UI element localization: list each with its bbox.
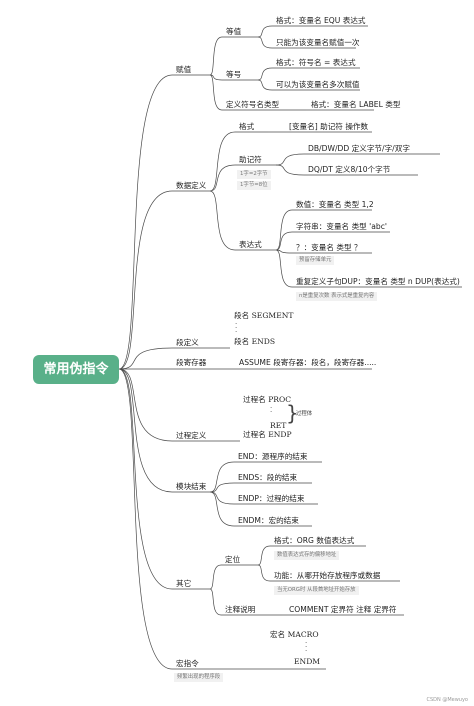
node-format-value[interactable]: [变量名] 助记符 操作数	[289, 122, 369, 131]
note-reserve: 预留存储单元	[296, 256, 335, 265]
node-numeric[interactable]: 数值：变量名 类型 1,2	[296, 200, 374, 209]
node-label[interactable]: 定义符号名类型	[226, 100, 280, 109]
macro-endm-line: ENDM	[294, 657, 321, 666]
branch-modend[interactable]: 模块结束	[176, 482, 207, 491]
node-label-format[interactable]: 格式：变量名 LABEL 类型	[311, 100, 401, 109]
note-word: 1字=2字节	[237, 170, 271, 179]
note-byte: 1字节=8位	[237, 181, 271, 190]
node-question[interactable]: ？：变量名 类型 ？	[296, 243, 362, 252]
proc-body-label: 过程体	[296, 411, 313, 417]
node-eq-format[interactable]: 格式：符号名 = 表达式	[276, 58, 356, 67]
node-equ[interactable]: 等值	[226, 27, 242, 36]
node-string[interactable]: 字符串：变量名 类型 'abc'	[296, 222, 387, 231]
branch-datadef[interactable]: 数据定义	[176, 181, 207, 190]
note-function: 当无ORG时 从段首地址开始存放	[274, 586, 359, 595]
watermark: CSDN @Mewuyo	[426, 697, 468, 703]
node-comment-format[interactable]: COMMENT 定界符 注释 定界符	[289, 605, 397, 614]
node-function[interactable]: 功能：从哪开始存放程序或数据	[274, 571, 381, 580]
proc-ret-line: RET	[270, 421, 287, 430]
node-locate[interactable]: 定位	[225, 555, 241, 564]
node-dup[interactable]: 重复定义子句DUP：变量名 类型 n DUP(表达式)	[296, 277, 460, 286]
proc-body-brace: }	[286, 401, 299, 425]
proc-endp-line: 过程名 ENDP	[243, 430, 292, 439]
node-db-dw-dd[interactable]: DB/DW/DD 定义字节/字/双字	[308, 144, 410, 153]
seg-dots: ···	[235, 320, 238, 336]
proc-line: 过程名 PROC	[243, 395, 292, 404]
node-ends[interactable]: ENDS：段的结束	[238, 473, 298, 482]
note-dup: n是重复次数 表示式是重复内容	[296, 292, 378, 301]
root-node[interactable]: 常用伪指令	[33, 355, 119, 384]
branch-other[interactable]: 其它	[176, 579, 192, 588]
branch-assign[interactable]: 赋值	[176, 65, 192, 74]
branch-segreg[interactable]: 段寄存器	[176, 358, 207, 367]
branch-segdef[interactable]: 段定义	[176, 338, 199, 347]
node-expression[interactable]: 表达式	[239, 240, 262, 249]
macro-line: 宏名 MACRO	[270, 630, 319, 639]
branch-macro[interactable]: 宏指令	[176, 659, 199, 668]
node-comment[interactable]: 注释说明	[225, 605, 256, 614]
node-eq[interactable]: 等号	[226, 70, 242, 79]
node-endp[interactable]: ENDP：过程的结束	[238, 494, 305, 503]
node-org-format[interactable]: 格式：ORG 数值表达式	[274, 536, 355, 545]
note-macro: 频繁出现的程序段	[174, 673, 224, 682]
node-eq-note[interactable]: 可以为该变量名多次赋值	[276, 80, 360, 89]
branch-procdef[interactable]: 过程定义	[176, 431, 207, 440]
node-format[interactable]: 格式	[239, 122, 255, 131]
proc-dots: ··	[270, 404, 273, 416]
seg-segment-line: 段名 SEGMENT	[234, 311, 294, 320]
macro-dots: ···	[305, 639, 308, 655]
node-mnemonic[interactable]: 助记符	[239, 155, 262, 164]
seg-ends-line: 段名 ENDS	[234, 337, 276, 346]
node-assume[interactable]: ASSUME 段寄存器：段名，段寄存器.....	[239, 358, 377, 367]
node-equ-note[interactable]: 只能为该变量名赋值一次	[276, 38, 360, 47]
node-equ-format[interactable]: 格式：变量名 EQU 表达式	[276, 16, 366, 25]
node-end[interactable]: END：源程序的结束	[238, 452, 308, 461]
node-endm[interactable]: ENDM：宏的结束	[238, 516, 299, 525]
node-dq-dt[interactable]: DQ/DT 定义8/10个字节	[308, 165, 391, 174]
note-org: 数值表达式存的偏移地址	[274, 551, 340, 560]
